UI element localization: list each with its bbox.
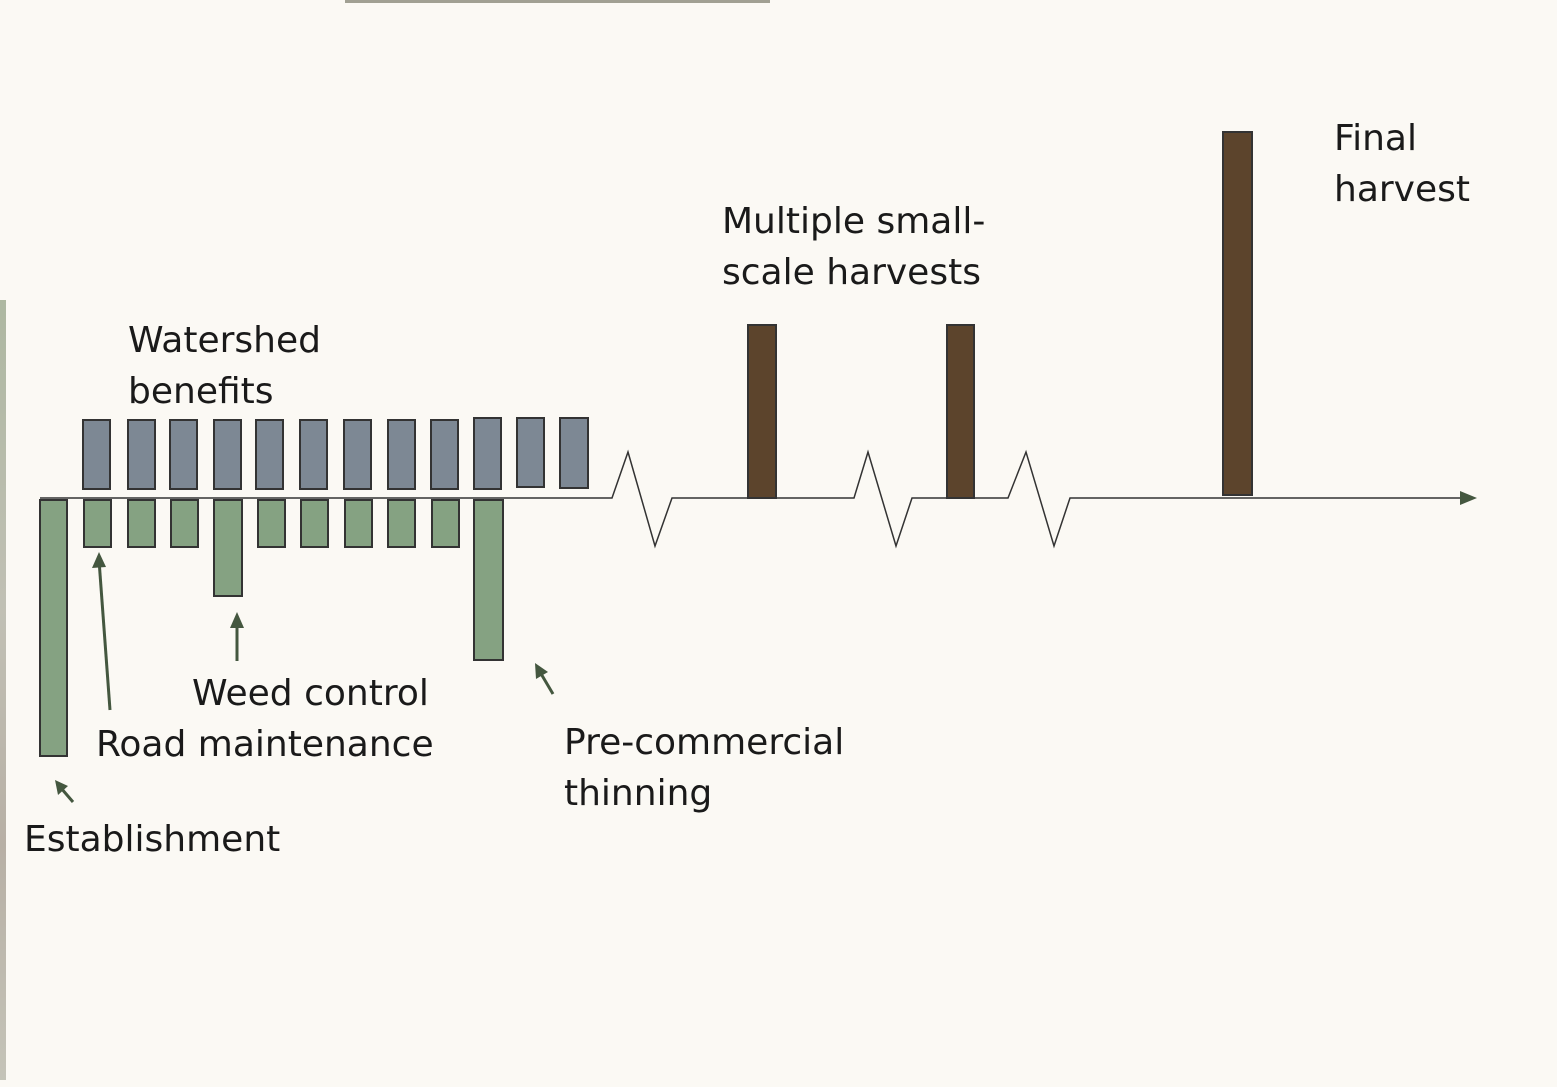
- pre-commercial-line-1: Pre-commercial: [564, 722, 845, 763]
- top-edge-artifact: [345, 0, 770, 3]
- benefit-bar: [82, 419, 111, 490]
- establishment-bar: [39, 499, 68, 757]
- small-harvest-bar: [747, 324, 777, 499]
- road-maintenance-bar: [431, 499, 460, 548]
- multiple-harvests-line-2: scale harvests: [722, 252, 981, 293]
- benefit-bar: [387, 419, 416, 490]
- timeline-axis: [40, 449, 1462, 549]
- benefit-bar: [516, 417, 545, 488]
- road-maintenance-bar: [257, 499, 286, 548]
- road-maintenance-bar: [387, 499, 416, 548]
- pointer-arrowheads: [55, 552, 548, 795]
- road-maintenance-bar: [127, 499, 156, 548]
- final-harvest-bar: [1222, 131, 1253, 496]
- road-maintenance-bar: [170, 499, 199, 548]
- watershed-line-1: Watershed: [128, 320, 321, 361]
- weed-control-label: Weed control: [192, 673, 429, 714]
- benefit-bar: [169, 419, 198, 490]
- benefit-bar: [343, 419, 372, 490]
- pre-commercial-thinning-label: Pre-commercial thinning: [564, 717, 844, 819]
- final-harvest-label: Final harvest: [1334, 113, 1470, 215]
- road-maintenance-arrow: [97, 559, 112, 711]
- arrowhead: [55, 780, 68, 795]
- benefit-bar: [430, 419, 459, 490]
- road-maintenance-bar: [83, 499, 112, 548]
- benefit-bar: [473, 417, 502, 490]
- establishment-label: Establishment: [24, 819, 281, 860]
- arrowhead: [230, 612, 244, 628]
- watershed-benefit-bars: [82, 417, 589, 490]
- road-maintenance-bar: [300, 499, 329, 548]
- benefit-bar: [559, 417, 589, 489]
- multiple-harvests-label: Multiple small- scale harvests: [722, 196, 985, 298]
- benefit-bar: [127, 419, 156, 490]
- thinning-arrow: [538, 671, 555, 695]
- final-harvest-line-2: harvest: [1334, 169, 1471, 210]
- final-harvest-line-1: Final: [1334, 118, 1417, 159]
- road-maintenance-bar: [344, 499, 373, 548]
- weed-control-bar: [213, 499, 243, 597]
- watershed-benefits-label: Watershed benefits: [128, 315, 321, 417]
- harvest-bars: [747, 131, 1253, 499]
- arrowhead: [92, 552, 106, 568]
- pre-commercial-thinning-bar: [473, 499, 504, 661]
- timeline-arrowhead: [1460, 491, 1477, 505]
- multiple-harvests-line-1: Multiple small-: [722, 201, 986, 242]
- left-edge-artifact: [0, 300, 6, 1080]
- benefit-bar: [213, 419, 242, 490]
- pre-commercial-line-2: thinning: [564, 773, 713, 814]
- watershed-line-2: benefits: [128, 371, 274, 412]
- cost-bars: [39, 499, 504, 757]
- small-harvest-bar: [946, 324, 975, 499]
- benefit-bar: [299, 419, 328, 490]
- road-maintenance-label: Road maintenance: [96, 724, 434, 765]
- benefit-bar: [255, 419, 284, 490]
- arrowhead: [535, 663, 548, 679]
